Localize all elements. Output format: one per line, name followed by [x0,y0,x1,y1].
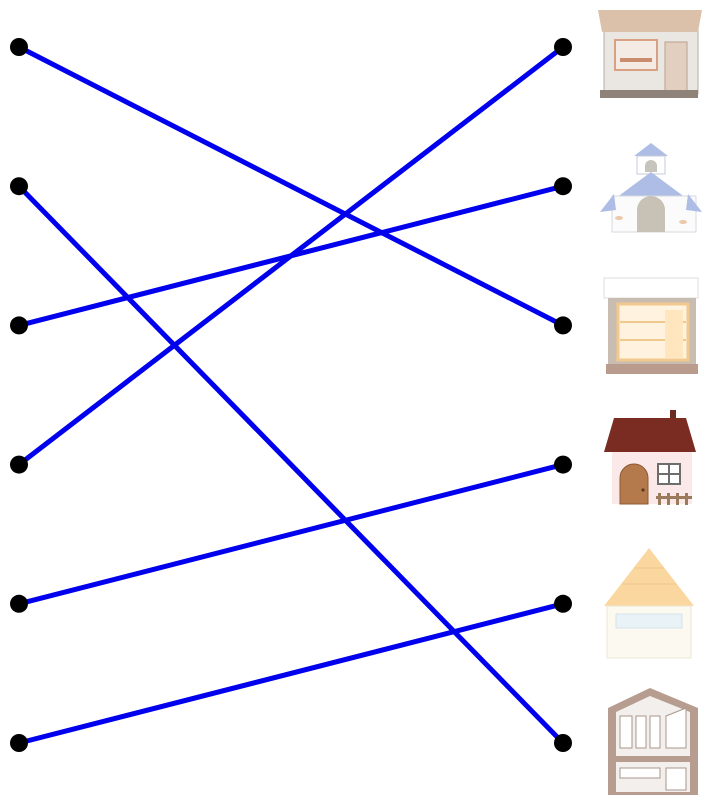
right-dot-4[interactable] [554,455,572,474]
right-dot-1[interactable] [554,38,572,56]
connection-line-4 [16,44,566,468]
church-icon [600,143,702,233]
right-dot-3[interactable] [554,316,572,335]
connection-dots [10,38,572,752]
right-dot-6[interactable] [554,734,572,752]
left-dot-5[interactable] [10,594,28,613]
left-dot-2[interactable] [10,177,28,196]
connection-line-6 [16,601,566,746]
connection-lines [16,44,566,746]
cottage-house-icon [604,410,696,505]
yellow-roof-house-icon [604,548,694,659]
connection-line-5 [16,462,566,607]
storefront-icon [603,277,699,374]
right-dot-5[interactable] [554,594,572,613]
connection-line-2 [16,183,566,746]
connection-line-1 [16,44,566,328]
right-dot-2[interactable] [554,177,572,196]
left-dot-6[interactable] [10,734,28,752]
modern-house-icon [608,688,698,795]
left-dot-1[interactable] [10,38,28,56]
left-dot-3[interactable] [10,316,28,335]
bakery-shop-icon [598,10,702,98]
left-dot-4[interactable] [10,455,28,474]
